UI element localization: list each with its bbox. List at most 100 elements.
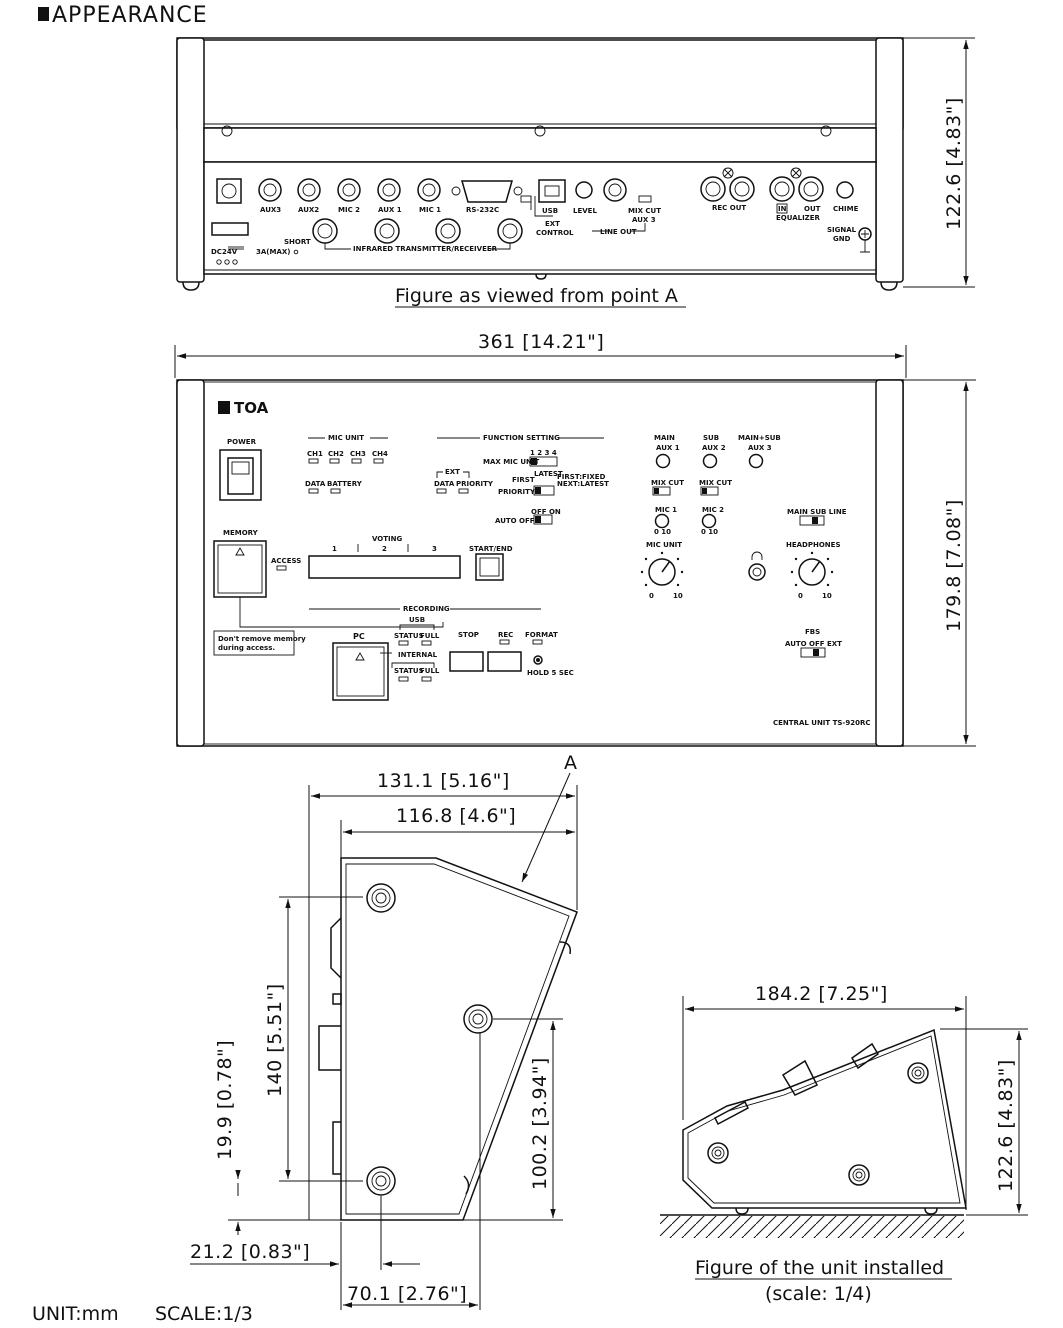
main-label: MAIN — [654, 434, 675, 442]
headphones-label: HEADPHONES — [786, 541, 841, 549]
rear-caption: Figure as viewed from point A — [395, 285, 678, 307]
rear-label-amp: 3A(MAX) — [256, 248, 290, 256]
zero-ten-1: 0 10 — [654, 528, 671, 536]
dim-21: 21.2 [0.83"] — [190, 1241, 310, 1263]
usb-label: USB — [409, 616, 425, 624]
hold-label: HOLD 5 SEC — [527, 669, 574, 677]
rear-label-aux3b: AUX 3 — [632, 216, 656, 224]
full2-label: FULL — [420, 667, 440, 675]
full-label: FULL — [420, 632, 440, 640]
ch3-label: CH3 — [350, 450, 366, 458]
rear-label-rs232c: RS-232C — [466, 206, 499, 214]
rear-label-level: LEVEL — [573, 207, 597, 215]
voting-2-label: 2 — [382, 545, 387, 553]
ch1-label: CH1 — [307, 450, 323, 458]
dim-131: 131.1 [5.16"] — [377, 770, 510, 792]
rear-label-aux1: AUX 1 — [378, 206, 402, 214]
power-label: POWER — [227, 438, 257, 446]
mix-cut-2-label: MIX CUT — [699, 479, 732, 487]
ch2-label: CH2 — [328, 450, 344, 458]
rear-label-mic2: MIC 2 — [338, 206, 360, 214]
rear-view: AUX3 AUX2 MIC 2 AUX 1 MIC 1 RS-232C USB … — [176, 37, 975, 308]
sub-label: SUB — [703, 434, 719, 442]
nums-1234: 1 2 3 4 — [530, 449, 557, 457]
rear-label-equalizer: EQUALIZER — [776, 214, 821, 222]
rear-label-line-out: LINE OUT — [600, 228, 637, 236]
rear-label-mic1: MIC 1 — [419, 206, 441, 214]
hp-knob-0: 0 — [798, 592, 803, 600]
function-setting-label: FUNCTION SETTING — [483, 434, 560, 442]
voting-3-label: 3 — [432, 545, 437, 553]
main-sub-line-label: MAIN SUB LINE — [787, 508, 847, 516]
ground-hatch — [660, 1216, 964, 1238]
main-sub-label: MAIN+SUB — [738, 434, 781, 442]
warn-line1: Don't remove memory — [218, 635, 306, 643]
unit-label: UNIT:mm — [32, 1303, 119, 1325]
warn-line2: during access. — [218, 644, 275, 652]
first-label: FIRST — [512, 476, 535, 484]
voting-1-label: 1 — [332, 545, 337, 553]
title-marker — [38, 7, 49, 21]
dim-70: 70.1 [2.76"] — [347, 1283, 467, 1305]
fbs-label: FBS — [805, 628, 820, 636]
status-label: STATUS — [394, 632, 424, 640]
latest-label: LATEST — [534, 470, 563, 478]
rear-label-dc24v: DC24V — [211, 248, 238, 256]
rear-label-aux3: AUX3 — [260, 206, 281, 214]
installed-height-dim: 122.6 [4.83"] — [995, 1059, 1017, 1192]
label-a: A — [564, 752, 578, 774]
rear-label-ext: EXT — [545, 220, 560, 228]
rec-label: REC — [498, 631, 513, 639]
auto-off-ext-label: AUTO OFF EXT — [785, 640, 842, 648]
front-width-dim: 361 [14.21"] — [478, 331, 604, 353]
hp-knob-10: 10 — [822, 592, 832, 600]
ext-label: EXT — [445, 468, 460, 476]
installed-caption-1: Figure of the unit installed — [695, 1257, 944, 1279]
start-end-label: START/END — [469, 545, 513, 553]
side-view: A 131.1 [5.16"] 116.8 [4.6"] 140 [5.51"] — [190, 752, 578, 1310]
micunit-knob-10: 10 — [673, 592, 683, 600]
rear-label-rec-out: REC OUT — [712, 204, 746, 212]
zero-ten-2: 0 10 — [701, 528, 718, 536]
brand-logo: TOA — [234, 399, 269, 417]
battery-label: BATTERY — [327, 480, 363, 488]
recording-label: RECORDING — [403, 605, 450, 613]
off-on-label: OFF ON — [531, 508, 561, 516]
status2-label: STATUS — [394, 667, 424, 675]
dim-116: 116.8 [4.6"] — [396, 805, 516, 827]
mix-cut-1-label: MIX CUT — [651, 479, 684, 487]
rear-label-gnd: GND — [833, 235, 851, 243]
mic-unit-knob-label: MIC UNIT — [646, 541, 682, 549]
access-label: ACCESS — [271, 557, 301, 565]
page-title: APPEARANCE — [52, 3, 208, 28]
priority-label: PRIORITY — [456, 480, 494, 488]
rear-label-signal: SIGNAL — [827, 226, 857, 234]
installed-width-dim: 184.2 [7.25"] — [755, 983, 888, 1005]
rear-label-short: SHORT — [284, 238, 311, 246]
internal-label: INTERNAL — [398, 651, 438, 659]
mic2-small-label: MIC 2 — [702, 506, 724, 514]
rear-label-control: CONTROL — [536, 229, 574, 237]
mic1-small-label: MIC 1 — [655, 506, 677, 514]
model-label: CENTRAL UNIT TS-920RC — [773, 719, 870, 727]
rear-label-in: IN — [778, 205, 787, 213]
dim-100: 100.2 [3.94"] — [529, 1057, 551, 1190]
max-mic-unit-label: MAX MIC UNIT — [483, 458, 540, 466]
dim-140: 140 [5.51"] — [264, 983, 286, 1097]
rear-label-usb: USB — [542, 207, 558, 215]
memory-label: MEMORY — [223, 529, 259, 537]
stop-label: STOP — [458, 631, 479, 639]
pc-label: PC — [353, 632, 365, 641]
rear-label-out: OUT — [804, 205, 821, 213]
rear-label-chime: CHIME — [833, 205, 859, 213]
data-label: DATA — [305, 480, 326, 488]
rear-label-aux2: AUX2 — [298, 206, 319, 214]
next-latest-label: NEXT:LATEST — [557, 480, 609, 488]
micunit-knob-0: 0 — [649, 592, 654, 600]
installed-view: 184.2 [7.25"] 122.6 [4.83"] Figure of th… — [660, 983, 1028, 1305]
format-label: FORMAT — [525, 631, 558, 639]
front-depth-dim: 179.8 [7.08"] — [943, 499, 965, 632]
mic-unit-label: MIC UNIT — [328, 434, 364, 442]
aux2-small-label: AUX 2 — [702, 444, 726, 452]
